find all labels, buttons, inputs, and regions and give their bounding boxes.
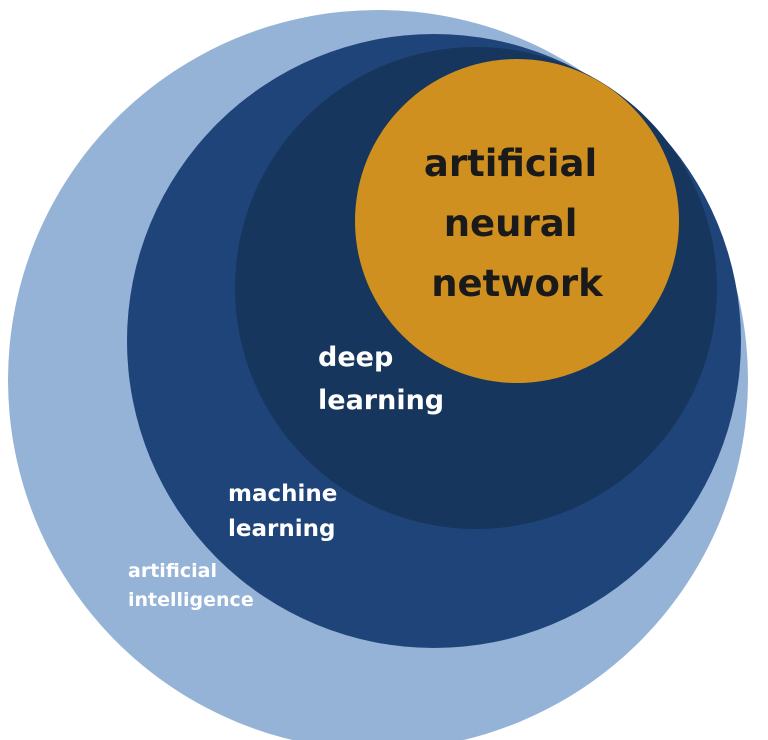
label-deep-learning: deep learning xyxy=(318,342,444,416)
label-machine-learning: machine learning xyxy=(228,481,345,542)
circle-artificial-neural-network xyxy=(355,59,679,383)
label-artificial-intelligence: artificial intelligence xyxy=(128,560,254,611)
set-artificial-neural-network: artificial neural network xyxy=(355,59,679,383)
label-artificial-neural-network: artificial neural network xyxy=(424,142,610,305)
